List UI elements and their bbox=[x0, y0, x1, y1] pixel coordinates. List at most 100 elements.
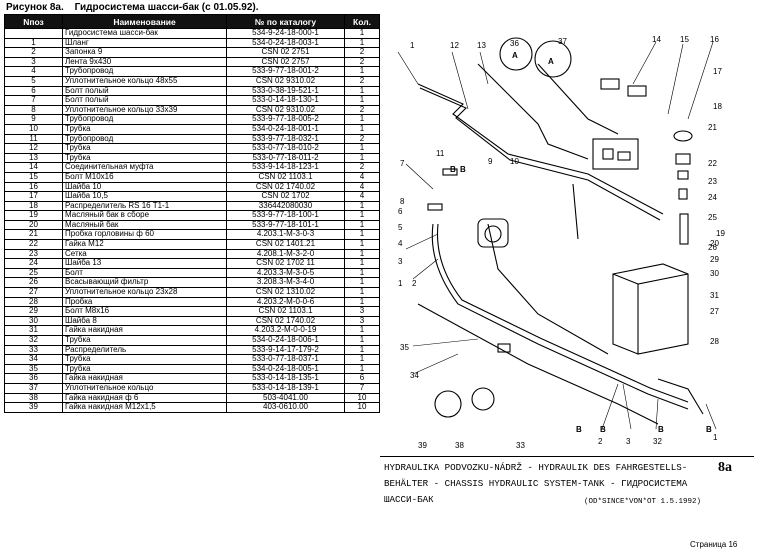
cell-pos: 10 bbox=[4, 123, 63, 135]
cell-catalog: 4.203.1-М-3-0-3 bbox=[226, 229, 345, 241]
cell-name: Гайка накидная bbox=[62, 373, 227, 384]
cell-qty: 1 bbox=[344, 239, 380, 250]
cell-pos: 3 bbox=[4, 56, 63, 68]
callout-a: A bbox=[512, 51, 518, 60]
cell-pos: 11 bbox=[4, 133, 63, 145]
cell-qty: 2 bbox=[344, 162, 380, 173]
callout-label: 18 bbox=[713, 102, 722, 111]
cell-name: Трубка bbox=[62, 335, 227, 346]
cell-name: Уплотнительное кольцо 48х55 bbox=[62, 75, 227, 87]
cell-name: Соединительная муфта bbox=[62, 162, 227, 173]
cell-name: Сетка bbox=[62, 248, 227, 260]
cell-catalog: 533-0-77-18-011-2 bbox=[226, 152, 345, 164]
cell-catalog: 533-0-14-18-135-1 bbox=[226, 373, 345, 384]
cell-qty: 1 bbox=[344, 248, 380, 260]
callout-label: 30 bbox=[710, 269, 719, 278]
cell-name: Трубка bbox=[62, 123, 227, 135]
cell-name: Болт полый bbox=[62, 85, 227, 97]
cell-qty: 1 bbox=[344, 123, 380, 135]
table-header-row: Nпоз Наименование № по каталогу Кол. bbox=[4, 14, 380, 29]
cell-name: Шайба 10,5 bbox=[62, 191, 227, 202]
cell-catalog: CSN 02 1740.02 bbox=[226, 181, 345, 193]
cell-name: Запонка 9 bbox=[62, 47, 227, 58]
cell-catalog: 4.203.2-М-0-0-19 bbox=[226, 325, 345, 336]
cell-qty: 10 bbox=[344, 402, 380, 413]
cell-name: Трубка bbox=[62, 363, 227, 375]
callout-label: 39 bbox=[418, 441, 427, 450]
callout-label: 5 bbox=[398, 223, 403, 232]
callout-label: 34 bbox=[410, 371, 419, 380]
cell-qty: 1 bbox=[344, 210, 380, 221]
cell-pos: 31 bbox=[4, 325, 63, 336]
pipe-28 bbox=[657, 378, 704, 415]
callout-label: 32 bbox=[653, 437, 662, 446]
callout-label: 2 bbox=[598, 437, 603, 446]
cell-catalog: 403-0610.00 bbox=[226, 402, 345, 413]
caption-line-1: HYDRAULIKA PODVOZKU-NÁDRŽ - HYDRAULIK DE… bbox=[384, 462, 688, 473]
cell-qty: 1 bbox=[344, 277, 380, 289]
oil-tank bbox=[612, 263, 689, 355]
figure-label: Рисунок 8а. bbox=[6, 2, 64, 13]
caption-block: HYDRAULIKA PODVOZKU-NÁDRŽ - HYDRAULIK DE… bbox=[380, 456, 754, 522]
cell-name: Гайка накидная bbox=[62, 325, 227, 336]
callout-label: 14 bbox=[652, 35, 661, 44]
cell-qty: 1 bbox=[344, 363, 380, 375]
cell-catalog: CSN 02 1103.1 bbox=[226, 171, 345, 183]
cell-qty: 6 bbox=[344, 373, 380, 384]
column-header-catalog: № по каталогу bbox=[226, 14, 345, 29]
cell-pos: 26 bbox=[4, 277, 63, 289]
cell-name: Шайба 13 bbox=[62, 258, 227, 269]
cell-pos: 28 bbox=[4, 296, 63, 308]
cell-catalog: 533-0-14-18-130-1 bbox=[226, 95, 345, 106]
cell-pos: 18 bbox=[4, 200, 63, 212]
callout-b: B bbox=[600, 425, 606, 434]
caption-line-3: ШАССИ-БАК bbox=[384, 494, 434, 505]
cell-catalog: 533-9-14-18-123-1 bbox=[226, 162, 345, 173]
cell-pos: 15 bbox=[4, 171, 63, 183]
cell-name: Болт полый bbox=[62, 95, 227, 106]
callout-label: 1 bbox=[713, 433, 718, 442]
callout-label: 3 bbox=[626, 437, 631, 446]
cell-pos: 20 bbox=[4, 219, 63, 231]
cell-catalog: 534-9-24-18-000-1 bbox=[226, 28, 345, 39]
parts-table: Nпоз Наименование № по каталогу Кол. Гид… bbox=[4, 14, 380, 413]
cell-catalog: CSN 02 1702 bbox=[226, 191, 345, 202]
pipe-13 bbox=[477, 63, 589, 160]
column-header-name: Наименование bbox=[62, 14, 227, 29]
cell-qty: 4 bbox=[344, 171, 380, 183]
cell-catalog: 336442080030 bbox=[226, 200, 345, 212]
cell-pos: 35 bbox=[4, 363, 63, 375]
cell-name: Гайка накидная М12х1,5 bbox=[62, 402, 227, 413]
callout-label: 17 bbox=[713, 67, 722, 76]
cell-qty: 10 bbox=[344, 392, 380, 404]
callout-label: 6 bbox=[398, 207, 403, 216]
figure-title: Гидросистема шасси-бак (с 01.05.92). bbox=[74, 2, 259, 13]
cell-name: Распределитель RS 16 T1-1 bbox=[62, 200, 227, 212]
cell-qty: 1 bbox=[344, 287, 380, 298]
cell-catalog: 534-0-24-18-005-1 bbox=[226, 363, 345, 375]
cell-qty: 3 bbox=[344, 306, 380, 317]
cell-name: Уплотнительное кольцо 33х39 bbox=[62, 104, 227, 116]
callout-b: B bbox=[658, 425, 664, 434]
cell-qty: 2 bbox=[344, 47, 380, 58]
suction-filter bbox=[679, 213, 689, 245]
callout-label: 28 bbox=[710, 337, 719, 346]
cell-name: Трубка bbox=[62, 143, 227, 154]
pipe-12 bbox=[537, 63, 619, 135]
cell-name: Шайба 10 bbox=[62, 181, 227, 193]
callout-label: 26 bbox=[708, 243, 717, 252]
